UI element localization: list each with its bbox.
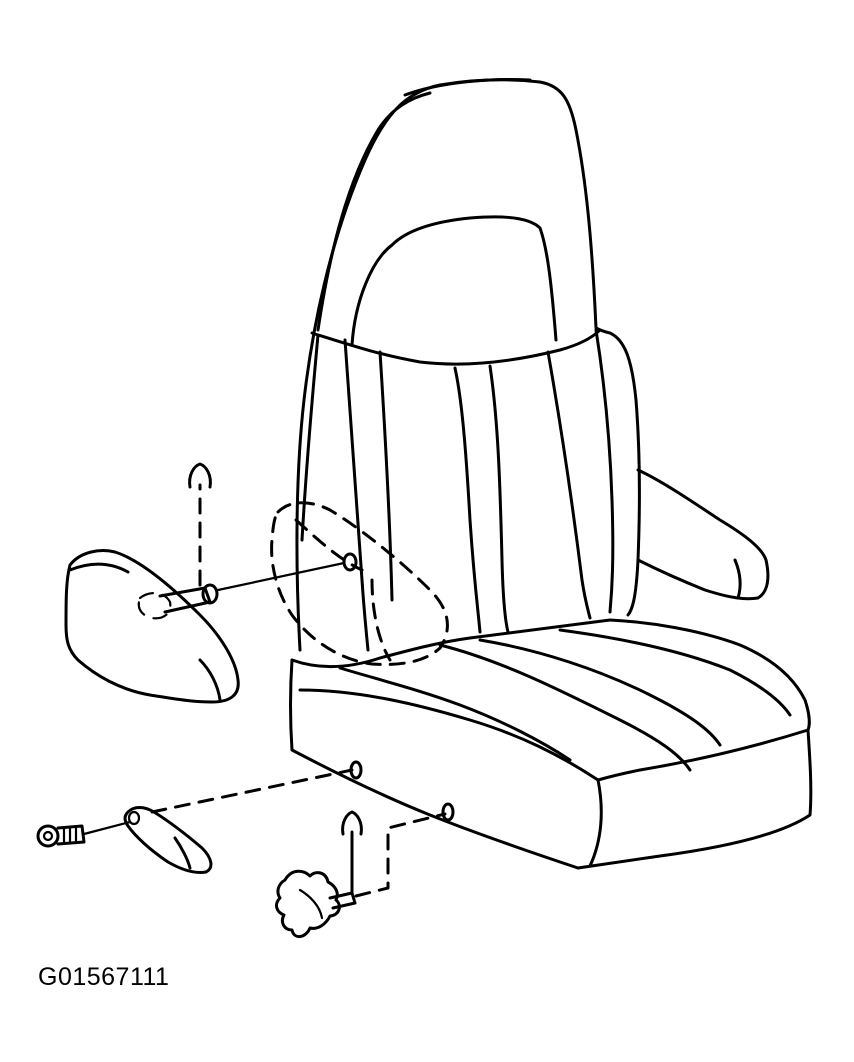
knob-alignment-dashed-line (354, 812, 447, 898)
seat-back-outline (295, 78, 641, 652)
screw-threads (62, 825, 78, 845)
seat-cushion-left-side (289, 658, 580, 870)
seat-back-right-side (594, 328, 615, 614)
right-armrest-end-seam (733, 558, 742, 600)
left-armrest-end-seam (198, 658, 222, 702)
figure-id-label: G01567111 (38, 963, 170, 991)
seat-cushion-stripe-3 (558, 628, 792, 717)
armrest-mount-bracket (270, 501, 449, 666)
seat-back-center-panel-right (546, 350, 592, 620)
trim-cover-end (173, 836, 192, 870)
seat-cushion-stripe-2 (478, 638, 722, 747)
mount-bracket-dashed-outline (270, 501, 449, 666)
screw-tip-line (82, 820, 132, 836)
seat-back-center-panel-mid (488, 364, 510, 634)
mount-bolt-hole (342, 552, 358, 572)
trim-alignment-dashed-line (150, 768, 354, 814)
adjust-knob-face (298, 888, 324, 920)
seat-side-hole-lower (441, 802, 455, 822)
seat-back-inner-ridge-left (316, 91, 432, 332)
left-armrest-outline (64, 549, 240, 704)
right-armrest-outline (636, 468, 770, 601)
seat-cushion-front-face (576, 728, 813, 870)
left-armrest-pivot-circle (137, 592, 172, 620)
trim-cover-hole (127, 810, 141, 826)
right-armrest (636, 468, 770, 601)
pivot-alignment-line (216, 561, 346, 592)
left-armrest-top-seam (68, 562, 130, 574)
adjust-knob (275, 869, 357, 938)
lift-arrow-armrest-icon (188, 462, 212, 489)
seat-back (295, 78, 641, 652)
headrest-panel (350, 215, 558, 347)
seat-back-top-seam (403, 78, 532, 97)
screw-head-recess (42, 830, 54, 842)
screw (36, 820, 132, 848)
armrest-pivot-shaft-end (201, 583, 219, 605)
seat-cushion-inner-left (338, 666, 572, 762)
lift-arrow-knob-icon (341, 810, 363, 836)
lift-arrow-armrest (188, 462, 212, 587)
armrest-pivot-shaft (158, 586, 212, 614)
seat-cushion-stripe-1 (438, 643, 692, 772)
seat-back-horizontal-seam (310, 328, 602, 366)
trim-cover (123, 806, 213, 874)
adjust-knob-shaft (328, 891, 357, 910)
adjust-knob-outline (275, 869, 341, 938)
seat-cushion-side-top-edge (298, 688, 603, 868)
screw-head (36, 824, 60, 848)
seat-back-inner-stripe-2 (378, 350, 394, 602)
seat-cushion (289, 618, 813, 870)
seat-cushion-top (290, 618, 811, 732)
seat-back-inner-stripe-1 (343, 338, 370, 652)
seat-cushion-front-top (596, 728, 810, 782)
lift-arrow-knob (341, 810, 363, 894)
seat-back-center-panel-left (453, 366, 482, 634)
seat-back-left-edge (300, 333, 320, 542)
left-armrest (64, 549, 240, 704)
seat-side-hole-upper (349, 760, 363, 780)
